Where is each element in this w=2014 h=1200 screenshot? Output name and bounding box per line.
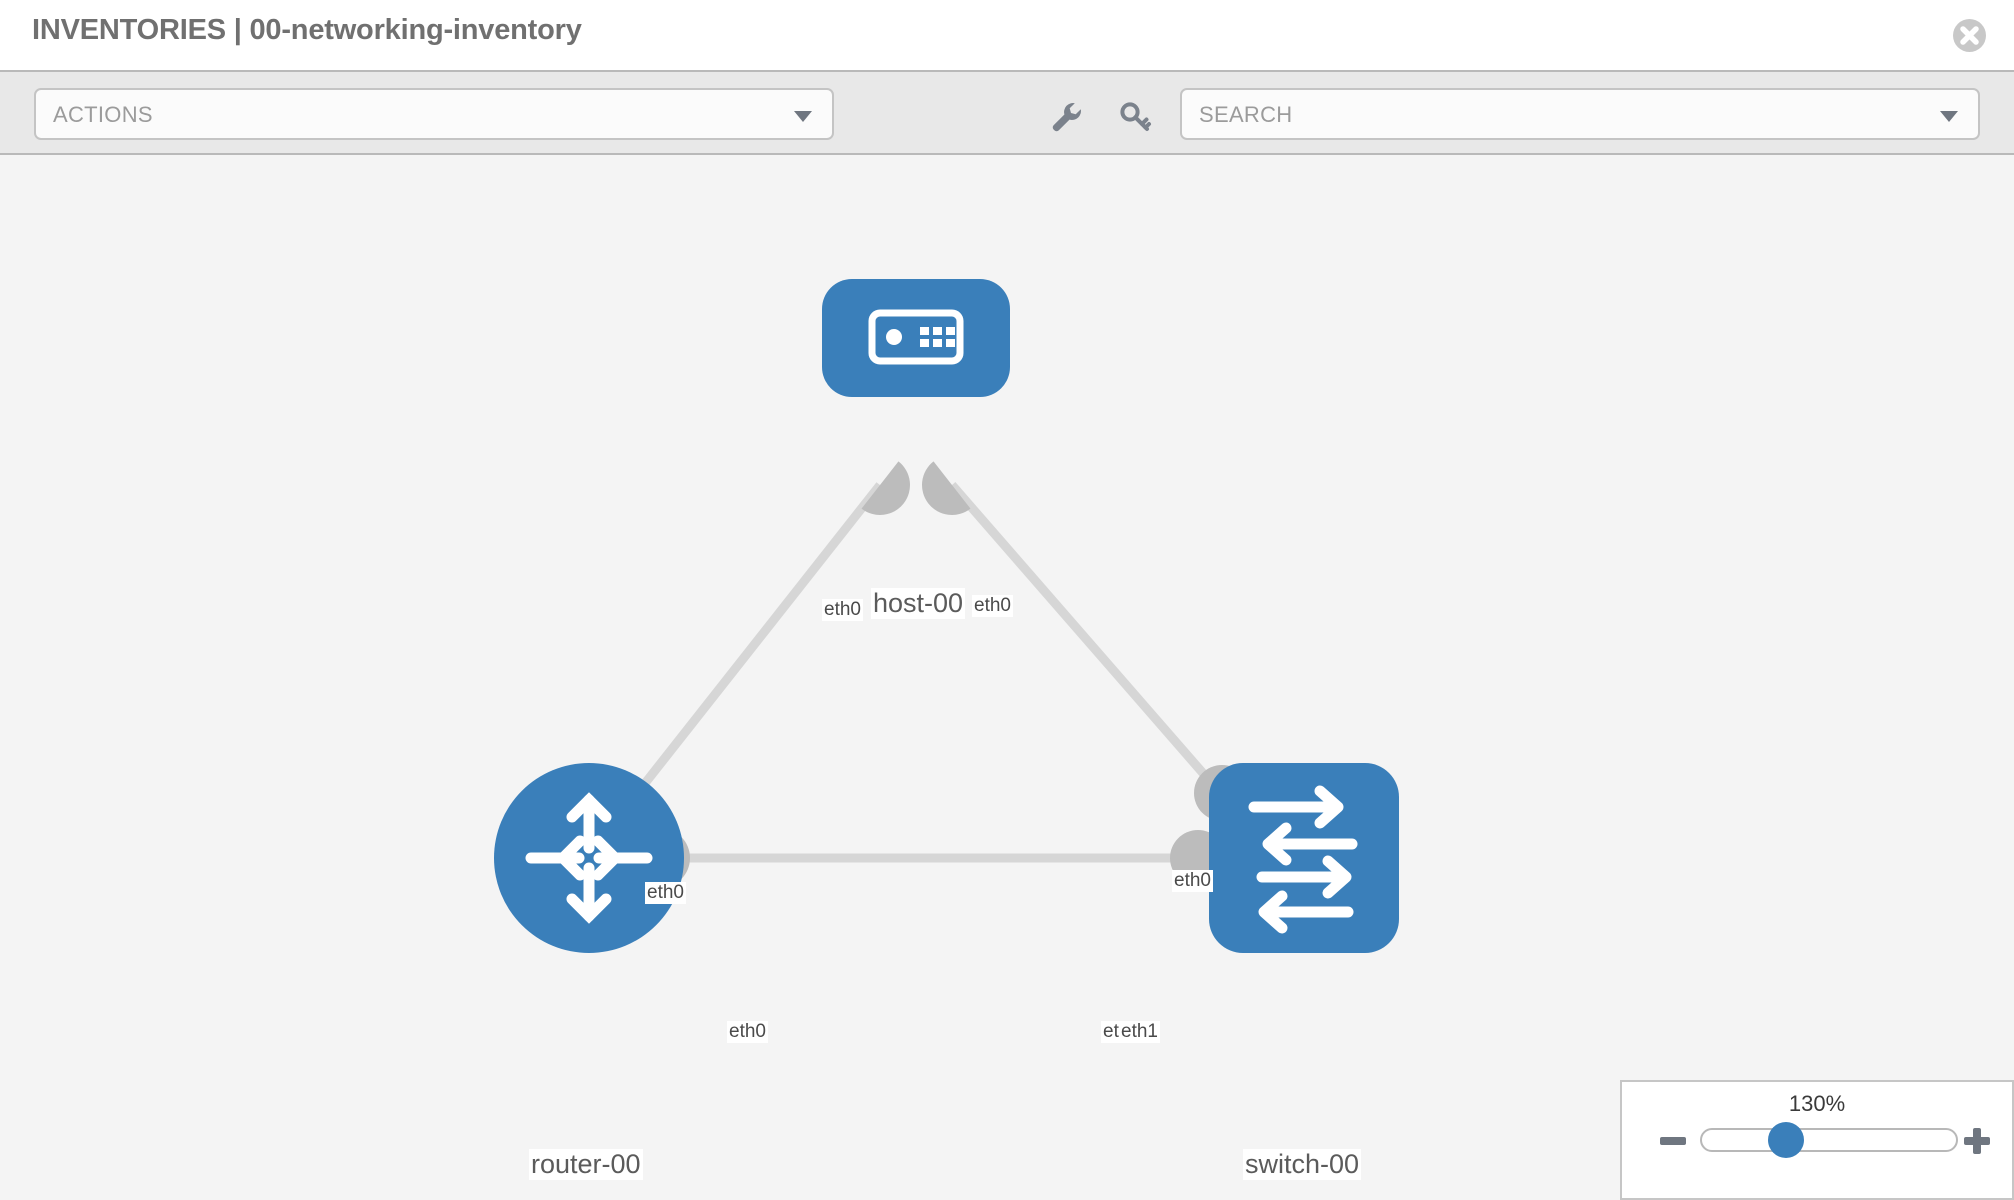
node-label-switch-00: switch-00 — [1243, 1149, 1362, 1180]
topology-connectors — [660, 461, 1250, 888]
zoom-slider-thumb[interactable] — [1768, 1122, 1804, 1158]
key-icon[interactable] — [1118, 100, 1152, 134]
zoom-control-panel: 130% — [1620, 1080, 2014, 1200]
wrench-icon[interactable] — [1050, 100, 1084, 134]
zoom-in-button[interactable] — [1962, 1126, 1992, 1156]
edge-host-router — [616, 482, 884, 818]
topology-graph — [494, 279, 1399, 953]
page-header: INVENTORIES | 00-networking-inventory — [0, 0, 2014, 70]
node-host-00-body — [822, 279, 1010, 397]
node-router-00-body — [494, 763, 684, 953]
page-title: INVENTORIES | 00-networking-inventory — [32, 14, 582, 46]
iface-label-router-up: eth0 — [645, 882, 686, 904]
actions-dropdown-label: ACTIONS — [53, 102, 153, 127]
chevron-down-icon — [794, 111, 812, 122]
zoom-slider-track[interactable] — [1700, 1128, 1958, 1152]
node-host-00 — [822, 279, 1010, 397]
node-router-00 — [494, 763, 684, 953]
topology-edges — [616, 482, 1226, 863]
connector-host-right — [922, 461, 971, 515]
switch-arrows-icon — [1248, 785, 1358, 934]
node-label-router-00: router-00 — [529, 1149, 643, 1180]
connector-host-left — [861, 461, 910, 515]
zoom-level-value: 130% — [1788, 1091, 1846, 1116]
chevron-down-icon — [1940, 111, 1958, 122]
iface-label-host-right: eth0 — [972, 595, 1013, 617]
iface-label-switch-up: eth0 — [1172, 870, 1213, 892]
topology-canvas[interactable]: eth0 eth0 eth0 eth0 eth0 eth eth1 host-0… — [0, 155, 2014, 1200]
zoom-out-button[interactable] — [1658, 1126, 1688, 1156]
node-switch-00 — [1209, 763, 1399, 953]
server-icon — [868, 309, 964, 365]
actions-dropdown[interactable]: ACTIONS — [34, 88, 834, 140]
iface-label-router-right: eth0 — [727, 1021, 768, 1043]
toolbar: ACTIONS SEARCH — [0, 70, 2014, 155]
node-switch-00-body — [1209, 763, 1399, 953]
search-input[interactable]: SEARCH — [1180, 88, 1980, 140]
iface-label-switch-left-b: eth1 — [1119, 1021, 1160, 1043]
iface-label-host-left: eth0 — [822, 599, 863, 621]
edge-host-switch — [948, 482, 1226, 798]
router-arrows-icon — [525, 792, 653, 924]
node-label-host-00: host-00 — [871, 588, 966, 619]
close-icon[interactable] — [1953, 19, 1986, 52]
search-placeholder: SEARCH — [1199, 102, 1293, 127]
